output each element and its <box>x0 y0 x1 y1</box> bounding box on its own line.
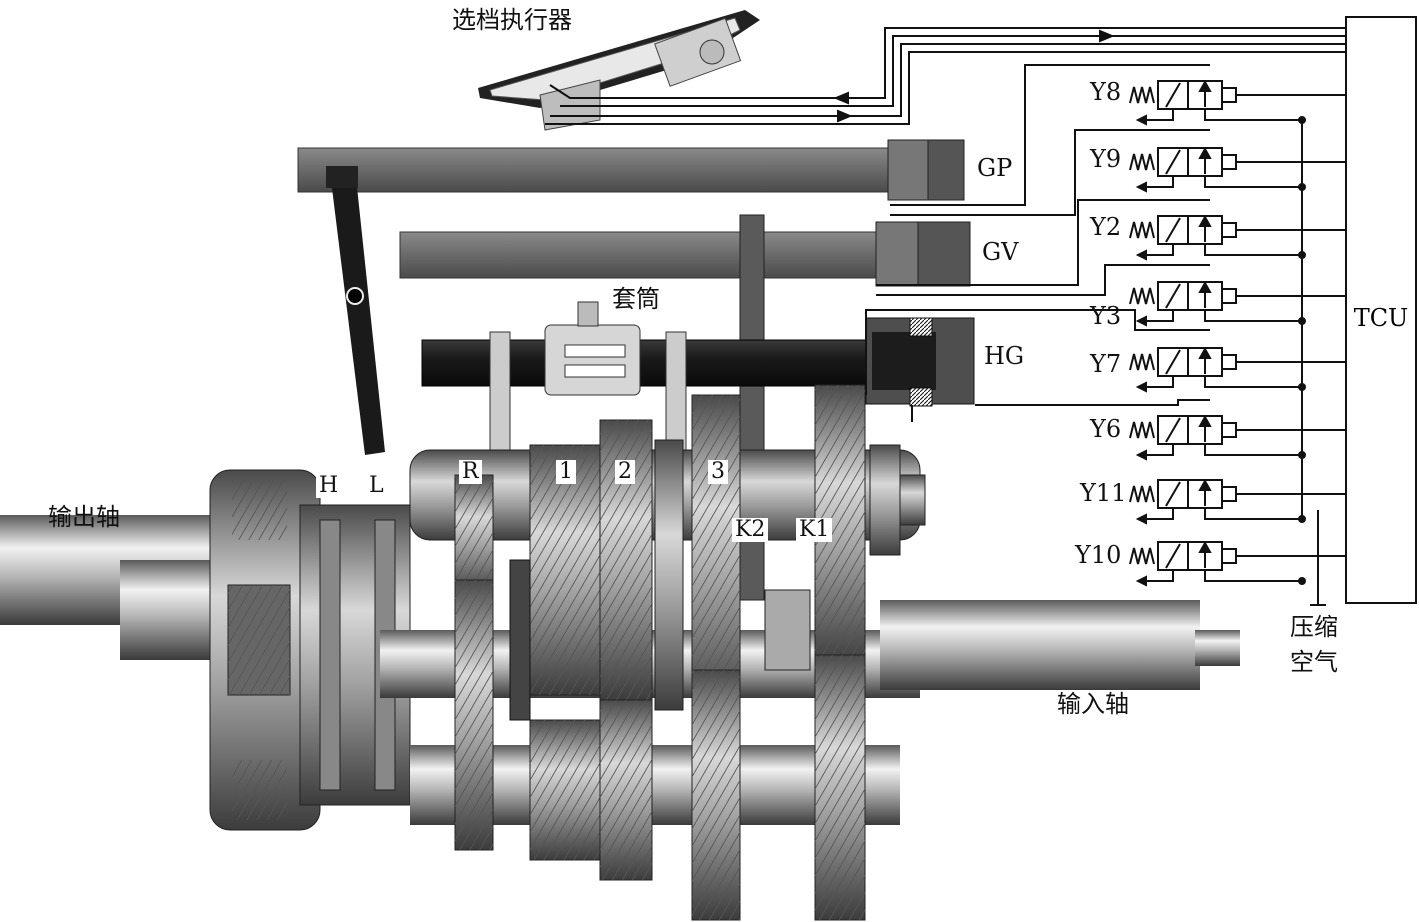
valve-label-y8: Y8 <box>1090 78 1122 106</box>
input-shaft-label: 输入轴 <box>1057 690 1129 718</box>
range-h-label: H <box>316 474 342 498</box>
valve-y10 <box>1129 540 1306 587</box>
valve-label-y9: Y9 <box>1090 145 1122 173</box>
k1-label: K1 <box>796 518 833 542</box>
sleeve-label: 套筒 <box>612 285 660 313</box>
tcu-box: TCU <box>1345 16 1417 604</box>
k2-label: K2 <box>732 518 769 542</box>
valve-label-y3: Y3 <box>1090 302 1122 330</box>
range-l-label: L <box>366 474 387 498</box>
gv-label: GV <box>982 238 1019 266</box>
valve-y8 <box>1129 79 1306 126</box>
gp-label: GP <box>977 154 1013 182</box>
valve-label-y11: Y11 <box>1080 479 1127 507</box>
valve-y7 <box>1129 346 1306 393</box>
valve-label-y2: Y2 <box>1090 213 1122 241</box>
gear-1-label: 1 <box>556 460 576 484</box>
k-fork <box>739 214 765 601</box>
output-shaft-label: 输出轴 <box>48 503 120 531</box>
valve-y9 <box>1129 146 1306 193</box>
shift-lever <box>326 166 385 455</box>
gear-3-label: 3 <box>708 460 728 484</box>
valve-y11 <box>1129 478 1306 525</box>
gp-cylinder <box>297 139 965 201</box>
gear-2-label: 2 <box>615 460 635 484</box>
tcu-label: TCU <box>1353 304 1409 332</box>
actuator-signal-lines <box>545 27 1345 125</box>
hg-label: HG <box>984 342 1025 370</box>
sleeve-drawing <box>544 301 641 396</box>
selector-actuator-label: 选档执行器 <box>452 6 572 34</box>
compressed-air-label-1: 压缩 <box>1290 613 1338 641</box>
valve-y2 <box>1129 214 1306 261</box>
gv-cylinder <box>399 221 971 287</box>
valve-label-y10: Y10 <box>1075 541 1122 569</box>
valve-y6 <box>1129 414 1306 461</box>
valve-y3 <box>1129 280 1306 327</box>
valve-label-y7: Y7 <box>1090 350 1122 378</box>
tcu-lines <box>1236 94 1345 557</box>
compressed-air-label-2: 空气 <box>1290 648 1338 676</box>
valve-label-y6: Y6 <box>1090 415 1122 443</box>
gear-r-label: R <box>459 460 482 484</box>
valve-bank <box>865 64 1326 606</box>
